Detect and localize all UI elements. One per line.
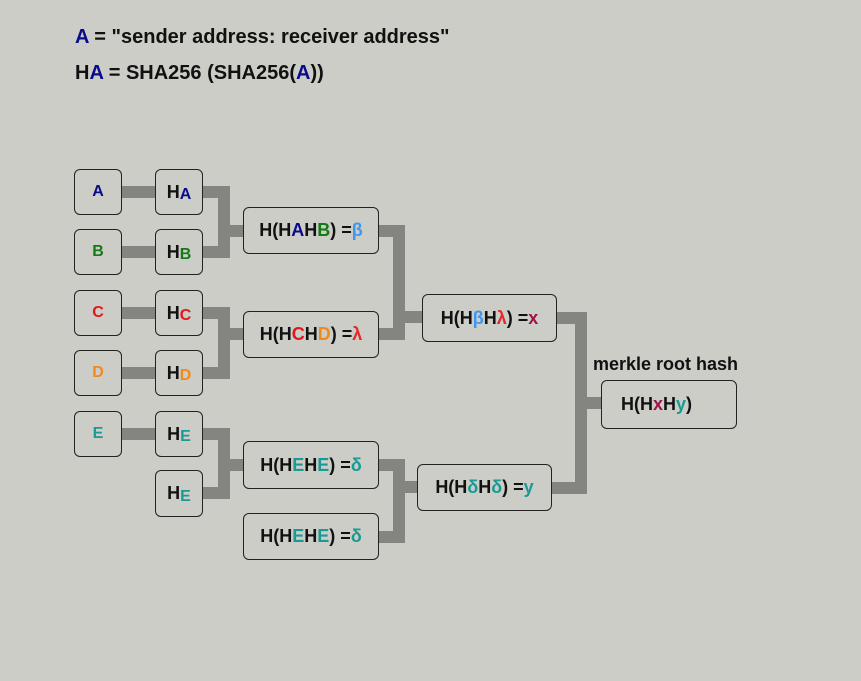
leaf-node-e: E [74, 411, 122, 457]
connector [393, 459, 405, 543]
connector [575, 397, 602, 409]
connector [218, 186, 230, 258]
connector [218, 307, 230, 379]
connector [122, 246, 156, 258]
connector [122, 367, 156, 379]
connector [122, 428, 156, 440]
connector [122, 186, 156, 198]
definition-hash-function: HA = SHA256 (SHA256(A)) [75, 62, 324, 84]
connector [218, 459, 244, 471]
connector [393, 311, 423, 323]
merkle-root-label: merkle root hash [593, 354, 739, 374]
definition-input-string: A = "sender address: receiver address" [75, 26, 450, 48]
leaf-node-d: D [74, 350, 122, 396]
connector [122, 307, 156, 319]
leaf-node-a: A [74, 169, 122, 215]
connector [393, 481, 418, 493]
connector [218, 225, 244, 237]
leaf-node-b: B [74, 229, 122, 275]
leaf-node-c: C [74, 290, 122, 336]
connector [218, 328, 244, 340]
